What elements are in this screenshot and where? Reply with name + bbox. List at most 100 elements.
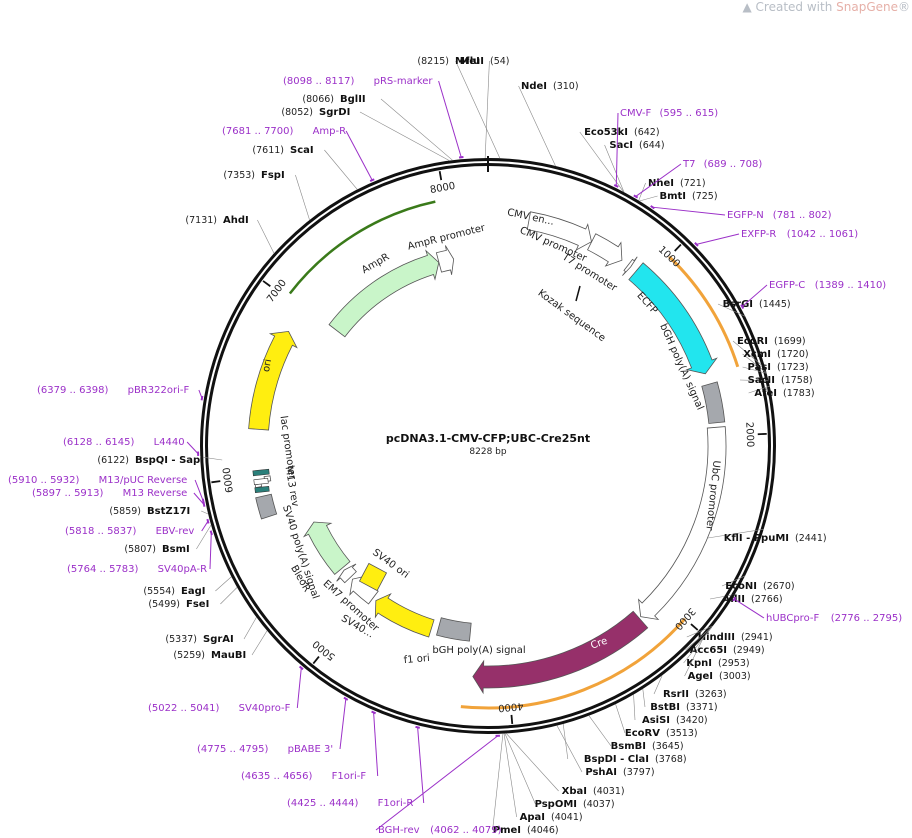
enzyme-site-asisi: AsiSI(3420) bbox=[633, 694, 708, 726]
tick-label: 5000 bbox=[311, 638, 338, 663]
enzyme-leader-line bbox=[201, 510, 209, 515]
enzyme-site-econi: EcoNI(2670) bbox=[721, 575, 795, 592]
primer-binding-mark bbox=[415, 725, 421, 729]
enzyme-name: MluI bbox=[460, 56, 484, 67]
primer-binding-mark bbox=[650, 205, 655, 210]
enzyme-position: (1783) bbox=[783, 388, 815, 399]
tick-mark bbox=[211, 480, 221, 484]
enzyme-leader-line bbox=[556, 725, 583, 773]
plasmid-title: pcDNA3.1-CMV-CFP;UBC-Cre25nt 8228 bp bbox=[338, 432, 638, 457]
enzyme-position: (4041) bbox=[551, 812, 583, 823]
enzyme-leader-line bbox=[215, 576, 232, 592]
tick-mark bbox=[690, 623, 699, 631]
enzyme-name: ApaI bbox=[520, 812, 545, 823]
enzyme-name: PasI bbox=[748, 362, 771, 373]
primer-bgh-rev: BGH-rev(4062 .. 4079) bbox=[375, 734, 502, 836]
enzyme-name: Acc65I bbox=[690, 645, 727, 656]
enzyme-leader-line bbox=[200, 456, 223, 461]
enzyme-leader-line bbox=[504, 733, 536, 805]
enzyme-name: FseI bbox=[186, 599, 209, 610]
enzyme-leader-line bbox=[503, 733, 517, 818]
primer-pbr322ori-f: (6379 .. 6398)pBR322ori-F bbox=[37, 385, 204, 401]
enzyme-name: EcoNI bbox=[725, 581, 757, 592]
primer-egfp-c: EGFP-C(1389 .. 1410) bbox=[740, 280, 886, 309]
enzyme-name: MauBI bbox=[211, 650, 246, 661]
primer-ebv-rev: (5818 .. 5837)EBV-rev bbox=[65, 518, 210, 537]
enzyme-name: Eco53kI bbox=[584, 127, 628, 138]
enzyme-site-scai: (7611)ScaI bbox=[252, 145, 358, 190]
enzyme-leader-line bbox=[686, 625, 713, 638]
enzyme-leader-line bbox=[683, 627, 712, 664]
primer-leader-line bbox=[339, 698, 347, 750]
primer-exfp-r: EXFP-R(1042 .. 1061) bbox=[694, 229, 859, 247]
enzyme-position: (725) bbox=[692, 191, 718, 202]
enzyme-name: BstBI bbox=[650, 702, 680, 713]
enzyme-name: SgrDI bbox=[319, 107, 350, 118]
enzyme-name: BsrGI bbox=[723, 299, 753, 310]
lac-promoter-box bbox=[254, 485, 270, 494]
enzyme-position: (310) bbox=[553, 81, 579, 92]
primer-name: pRS-marker bbox=[374, 76, 434, 87]
primer-binding-mark bbox=[201, 498, 205, 504]
enzyme-name: SacI bbox=[609, 140, 633, 151]
primer-name: M13/pUC Reverse bbox=[99, 475, 188, 486]
enzyme-position: (2949) bbox=[733, 645, 765, 656]
primer-leader-line bbox=[417, 727, 425, 804]
enzyme-position: (1758) bbox=[781, 375, 813, 386]
enzyme-site-xbai: XbaI (4031) bbox=[506, 733, 625, 797]
enzyme-leader-line bbox=[380, 98, 453, 161]
primer-name: CMV-F bbox=[620, 108, 651, 119]
enzyme-name: PmeI bbox=[493, 825, 521, 836]
enzyme-position: (4031) bbox=[593, 786, 625, 797]
enzyme-position: (2441) bbox=[795, 533, 827, 544]
primer-hubcpro-f: hUBCpro-F(2776 .. 2795) bbox=[732, 596, 903, 624]
tick-label: 7000 bbox=[265, 278, 289, 305]
primer-f1ori-r: (4425 .. 4444)F1ori-R bbox=[287, 725, 425, 809]
enzyme-position: (8066) bbox=[302, 94, 334, 105]
enzyme-position: (3420) bbox=[676, 715, 708, 726]
enzyme-site-bsrgi: BsrGI(1445) bbox=[717, 299, 791, 317]
enzyme-site-pshai: PshAI(3797) bbox=[556, 725, 655, 778]
feature-cmv-promoter bbox=[587, 233, 623, 267]
tick-label: 4000 bbox=[498, 700, 524, 713]
primer-range: (5022 .. 5041) bbox=[148, 703, 220, 714]
enzyme-site-sgrai: (5337)SgrAI bbox=[165, 617, 257, 645]
ampr-orf-highlight bbox=[288, 200, 436, 295]
enzyme-name: XbaI bbox=[562, 786, 587, 797]
enzyme-position: (5554) bbox=[143, 586, 175, 597]
enzyme-leader-line bbox=[633, 694, 636, 721]
primer-leader-line bbox=[201, 521, 209, 532]
enzyme-position: (8215) bbox=[417, 56, 449, 67]
primer-range: (2776 .. 2795) bbox=[831, 613, 903, 624]
primer-leader-line bbox=[652, 206, 726, 216]
enzyme-leader-line bbox=[324, 149, 358, 190]
primer-leader-line bbox=[194, 479, 204, 502]
primer-name: EGFP-C bbox=[769, 280, 805, 291]
primer-name: pBABE 3' bbox=[288, 744, 334, 755]
primer-binding-mark bbox=[740, 304, 745, 309]
enzyme-leader-line bbox=[707, 528, 764, 539]
feature-f1-ori bbox=[374, 592, 435, 638]
primer-t7: T7(689 .. 708) bbox=[633, 159, 763, 199]
primer-range: (1042 .. 1061) bbox=[787, 229, 859, 240]
primer-range: (7681 .. 7700) bbox=[222, 126, 294, 137]
enzyme-site-fsei: (5499)FseI bbox=[148, 587, 238, 610]
enzyme-leader-line bbox=[721, 575, 746, 587]
enzyme-site-xcmi: XcmI(1720) bbox=[742, 349, 809, 373]
primer-range: (4062 .. 4079) bbox=[430, 825, 502, 836]
feature-label-lac-promoter: lac promoter bbox=[278, 415, 298, 481]
enzyme-leader-line bbox=[506, 733, 559, 792]
enzyme-site-pspomi: PspOMI(4037) bbox=[504, 733, 615, 810]
enzyme-position: (8052) bbox=[281, 107, 313, 118]
enzyme-position: (3263) bbox=[695, 689, 727, 700]
primer-binding-mark bbox=[200, 395, 204, 401]
enzyme-position: (4046) bbox=[527, 825, 559, 836]
primer-leader-line bbox=[209, 532, 212, 570]
primer-amp-r: (7681 .. 7700)Amp-R bbox=[222, 126, 375, 182]
enzyme-position: (6122) bbox=[97, 455, 129, 466]
primer-range: (689 .. 708) bbox=[704, 159, 763, 170]
feature-bleor bbox=[302, 521, 351, 575]
snapgene-watermark: ▲ Created with SnapGene® bbox=[742, 0, 910, 14]
enzyme-layer: MluI(54)NdeI(310)Eco53kI(642)SacI(644)Nh… bbox=[97, 56, 826, 836]
